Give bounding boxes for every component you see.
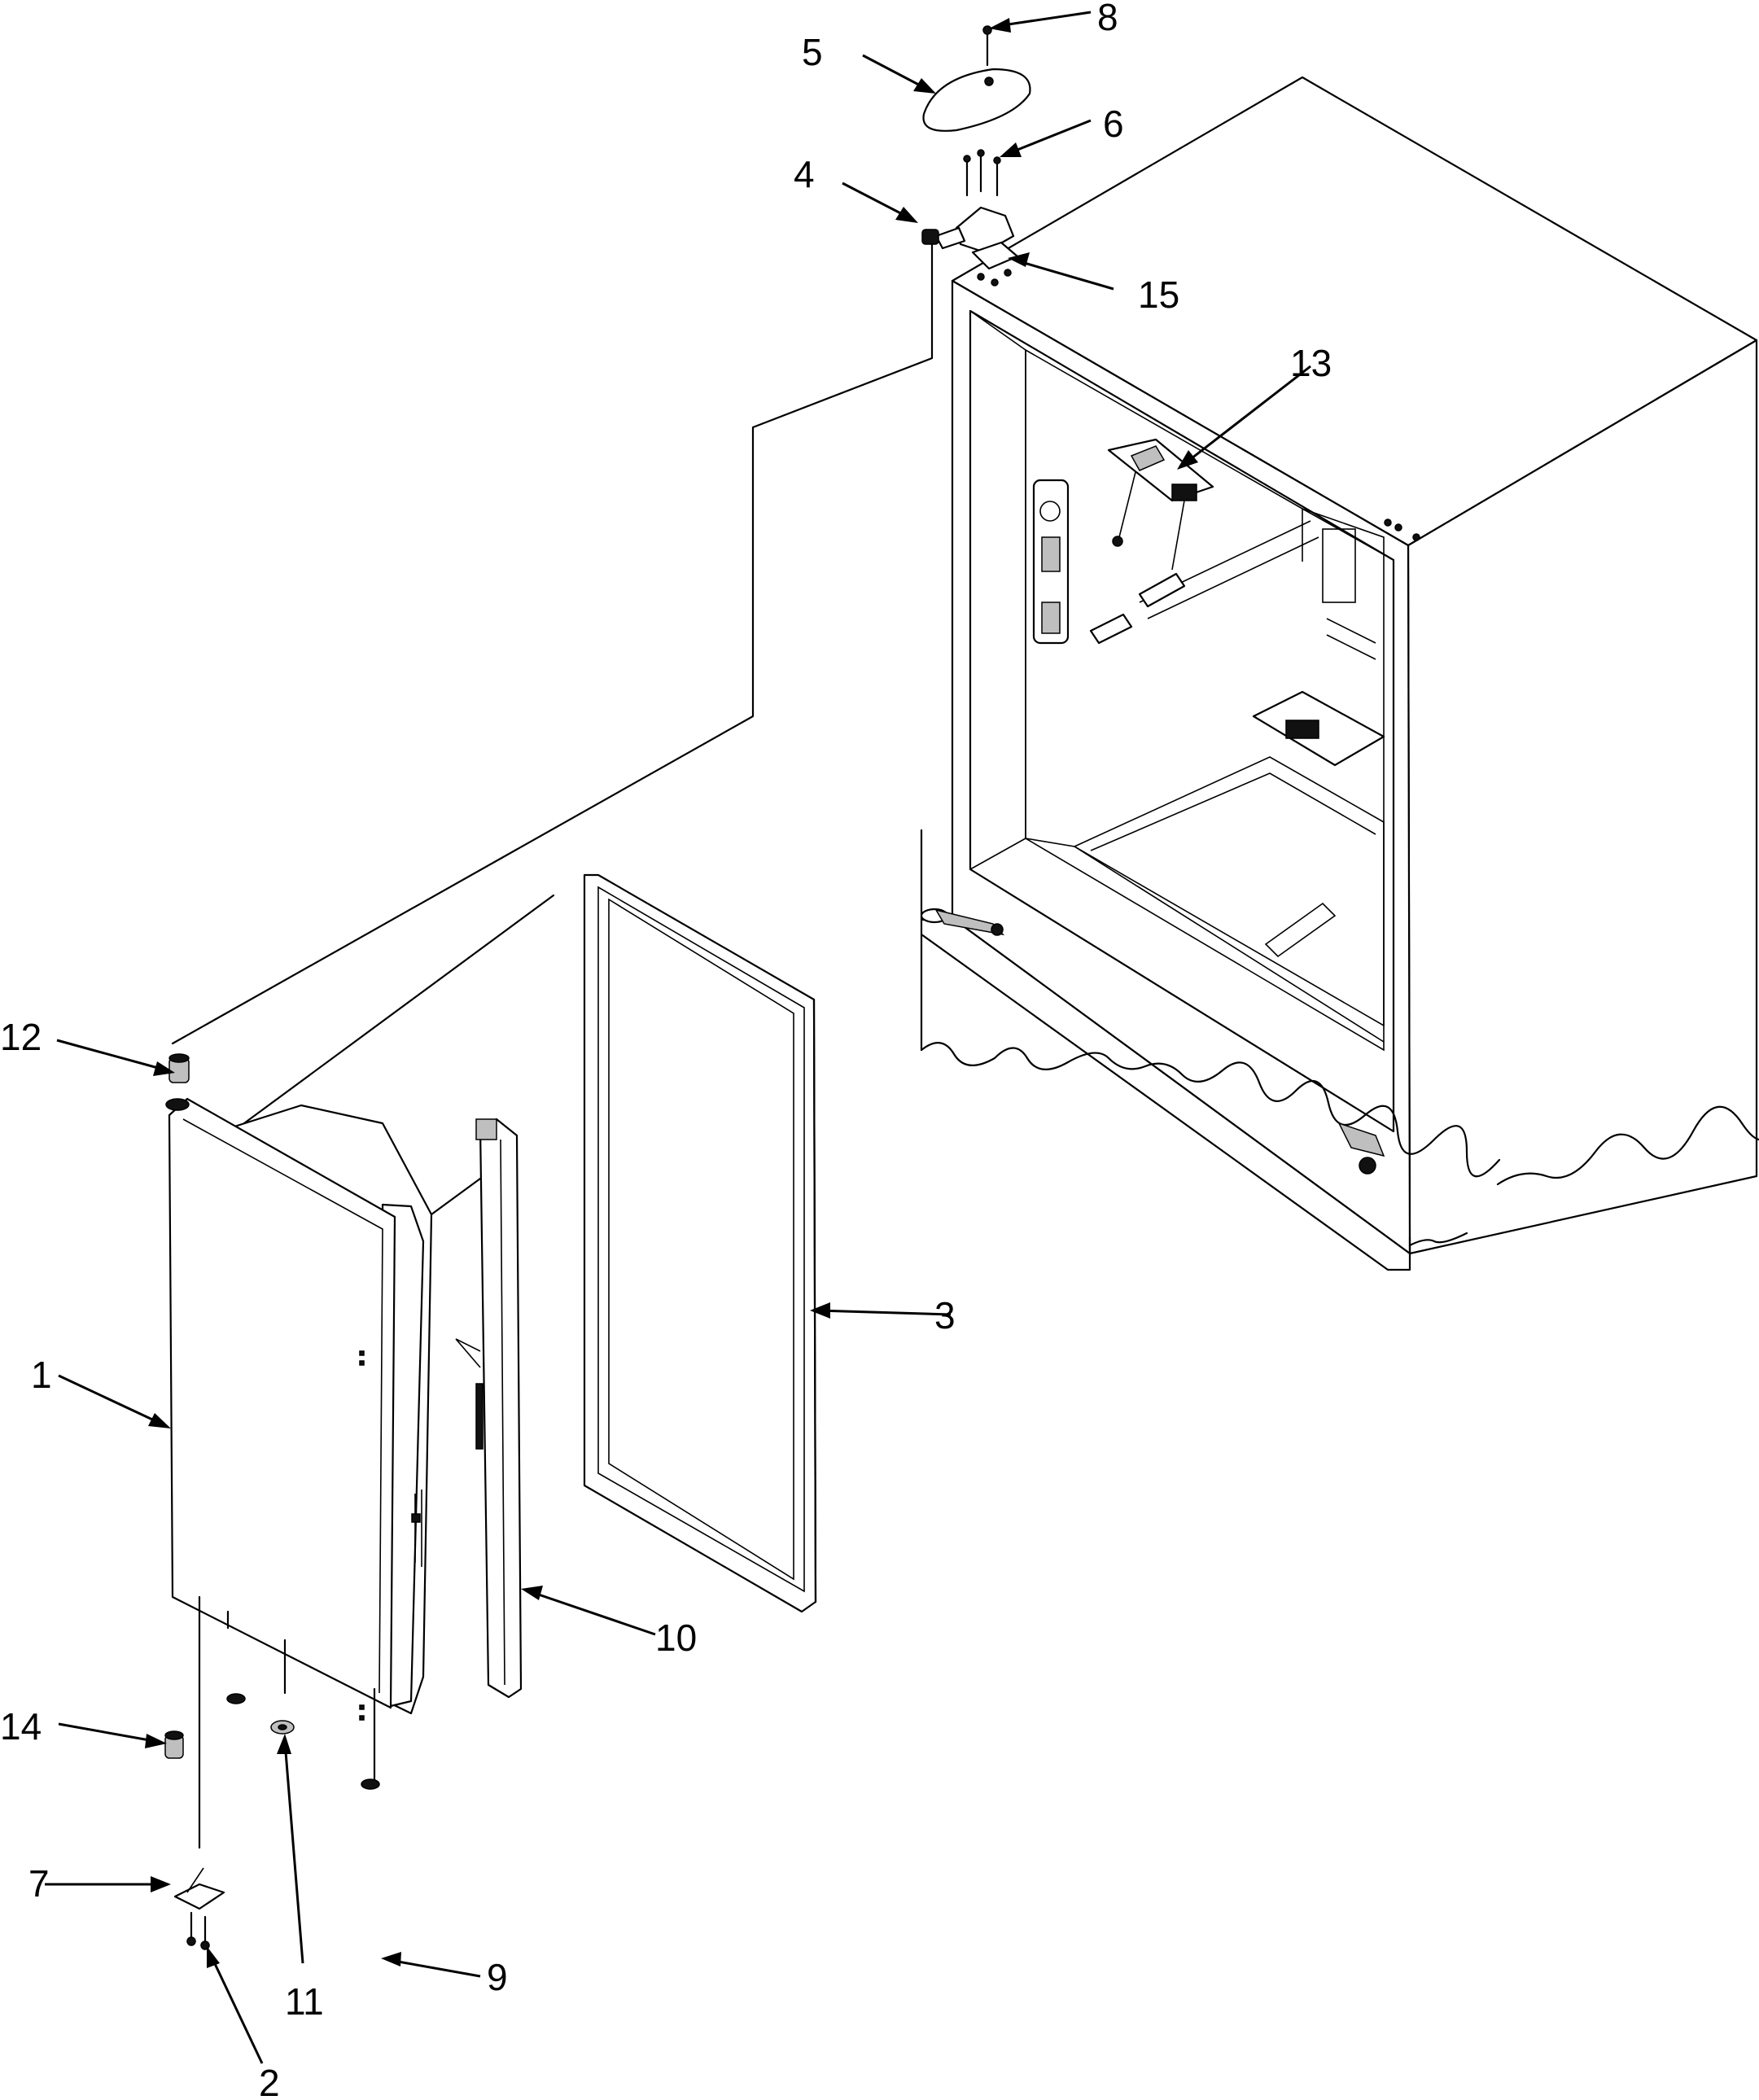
door-gasket — [583, 873, 817, 1613]
callout-15: 15 — [1138, 273, 1179, 316]
callout-7: 7 — [28, 1862, 50, 1905]
callout-8: 8 — [1097, 0, 1118, 38]
callout-9: 9 — [487, 1956, 508, 1998]
refrigerator-cabinet — [920, 76, 1759, 1271]
door — [164, 894, 555, 1950]
callout-11: 11 — [285, 1980, 324, 2023]
mullion-bar — [455, 1118, 523, 1699]
callout-3: 3 — [934, 1294, 956, 1337]
callout-1: 1 — [31, 1354, 52, 1396]
cabinet-bottom-hinge-right — [1337, 1122, 1385, 1175]
callout-10: 10 — [655, 1617, 697, 1659]
callout-6: 6 — [1103, 103, 1124, 145]
hinge-cover — [922, 68, 1031, 132]
callout-12: 12 — [0, 1016, 42, 1058]
hinge-top-plate — [171, 206, 1015, 1045]
cabinet-bottom-hinge-left — [920, 908, 1005, 936]
callout-5: 5 — [802, 31, 823, 73]
callout-4: 4 — [794, 153, 815, 195]
callout-13: 13 — [1290, 342, 1332, 384]
guide-part — [1107, 438, 1214, 608]
callout-labels: 8 5 6 4 15 13 12 1 3 10 14 7 11 9 2 — [0, 0, 1332, 2100]
callout-arrows — [45, 11, 1311, 2064]
top-hinge-assembly — [171, 25, 1031, 1045]
callout-14: 14 — [0, 1705, 42, 1748]
control-panel — [1032, 479, 1133, 645]
callout-2: 2 — [259, 2062, 280, 2100]
